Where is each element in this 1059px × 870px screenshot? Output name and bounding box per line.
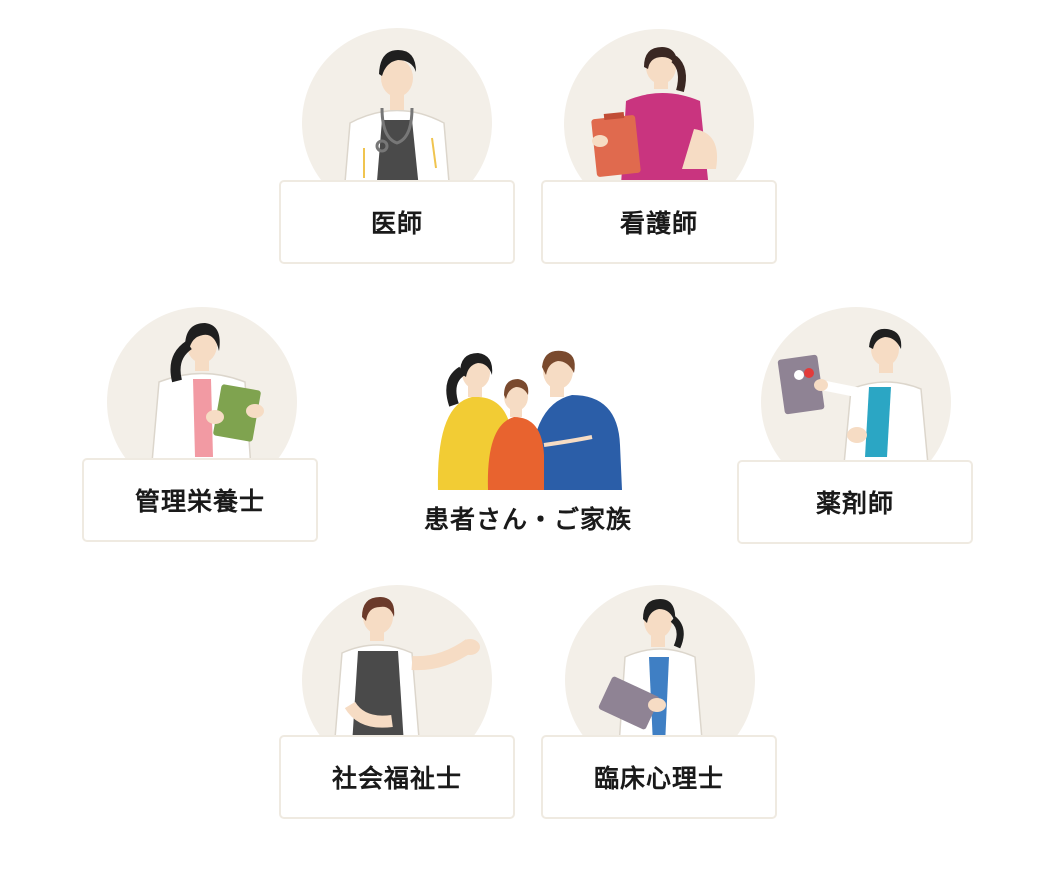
family-label: 患者さん・ご家族 (423, 505, 632, 534)
doctor-label: 医師 (279, 180, 515, 264)
social-worker-label: 社会福祉士 (279, 735, 515, 819)
pharmacist-label: 薬剤師 (737, 460, 973, 544)
nurse-label: 看護師 (541, 180, 777, 264)
dietitian-label: 管理栄養士 (82, 458, 318, 542)
family-icon (437, 350, 622, 490)
psychologist-label: 臨床心理士 (541, 735, 777, 819)
